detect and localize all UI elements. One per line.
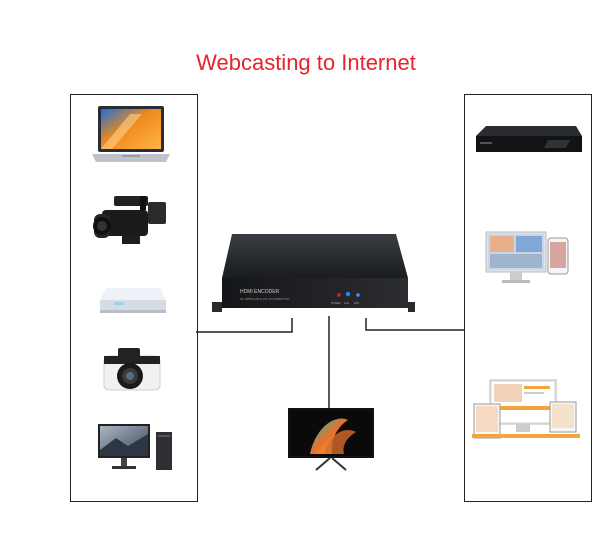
- led-label-power: POWER: [331, 302, 341, 305]
- led-label-lan: LAN: [344, 302, 349, 305]
- nvr-recorder-icon: [476, 126, 582, 152]
- power-led-icon: [337, 293, 341, 297]
- set-top-box-icon: [100, 288, 166, 313]
- monitor-phone-icon: [485, 231, 569, 283]
- multi-device-web-icon: [472, 379, 580, 439]
- tv-monitor-icon: [288, 408, 374, 471]
- wire-left: [196, 318, 293, 333]
- encoder-sublabel: HD 1080P/H.265 H.264 IPTV RTMP RTSP: [240, 297, 290, 301]
- lan-led-icon: [345, 291, 351, 297]
- diagram-title: Webcasting to Internet: [196, 50, 416, 75]
- encoder-label: HDMI ENCODER: [240, 289, 280, 295]
- laptop-icon: [92, 106, 170, 162]
- desktop-pc-icon: [98, 424, 172, 470]
- camera-icon: [103, 348, 161, 391]
- hdmi-encoder-icon: HDMI ENCODER HD 1080P/H.265 H.264 IPTV R…: [212, 234, 415, 312]
- camcorder-icon: [93, 196, 166, 244]
- wire-right: [365, 318, 464, 331]
- led-label-wifi: WIFI: [354, 302, 360, 305]
- wifi-led-icon: [356, 293, 360, 297]
